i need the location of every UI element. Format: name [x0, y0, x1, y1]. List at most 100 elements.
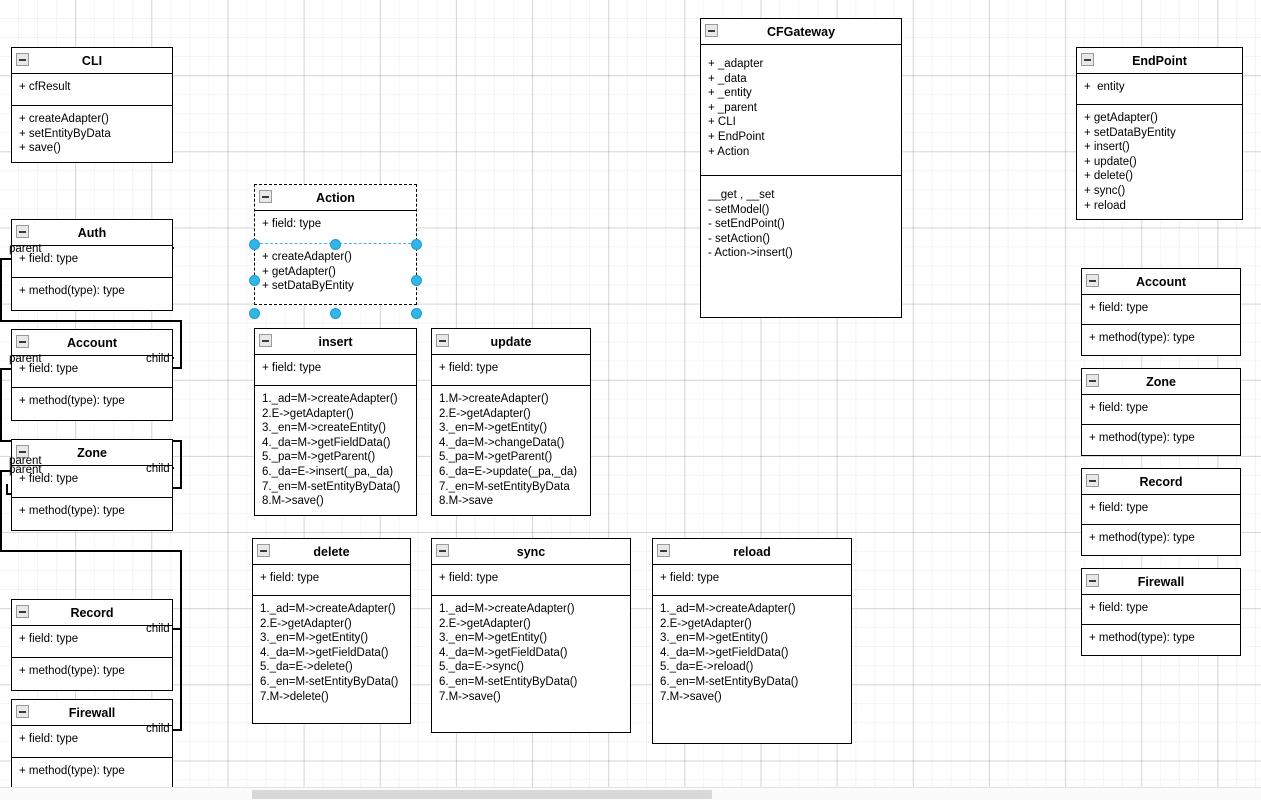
edge-label-child: child [146, 463, 170, 475]
class-box-delete[interactable]: delete + field: type 1._ad=M->createAdap… [252, 538, 411, 724]
selection-handle-top-center[interactable] [330, 239, 341, 250]
class-title-bar[interactable]: Record [1082, 469, 1240, 495]
class-box-firewall-right[interactable]: Firewall + field: type + method(type): t… [1081, 568, 1241, 656]
minus-square-icon[interactable] [16, 705, 29, 718]
class-box-record-right[interactable]: Record + field: type + method(type): typ… [1081, 468, 1241, 556]
attribute-row: + _parent [708, 101, 757, 114]
horizontal-scrollbar-track[interactable] [0, 787, 1261, 800]
class-box-record-left[interactable]: Record + field: type + method(type): typ… [11, 599, 173, 691]
class-box-zone-right[interactable]: Zone + field: type + method(type): type [1081, 368, 1241, 456]
minus-square-icon[interactable] [259, 334, 272, 347]
class-title-bar[interactable]: Firewall [12, 700, 172, 726]
selection-handle-bottom-center[interactable] [330, 308, 341, 319]
method-row: + delete() [1084, 170, 1133, 183]
class-title-bar[interactable]: insert [255, 329, 416, 355]
selection-handle-top-left[interactable] [249, 239, 260, 250]
class-title-bar[interactable]: update [432, 329, 590, 355]
minus-square-icon[interactable] [16, 225, 29, 238]
edge-label-parent: parent [9, 455, 42, 467]
class-title-bar[interactable]: EndPoint [1077, 48, 1242, 74]
minus-square-icon[interactable] [1081, 53, 1094, 66]
class-box-reload[interactable]: reload + field: type 1._ad=M->createAdap… [652, 538, 852, 744]
class-title-bar[interactable]: Account [12, 330, 172, 356]
class-title-bar[interactable]: Account [1082, 269, 1240, 295]
class-title-bar[interactable]: Record [12, 600, 172, 626]
selection-handle-top-right[interactable] [411, 239, 422, 250]
selection-handle-bottom-right[interactable] [411, 308, 422, 319]
class-box-action[interactable]: Action + field: type + createAdapter() +… [254, 184, 417, 305]
class-title-bar[interactable]: CLI [12, 48, 172, 74]
class-box-account-left[interactable]: Account + field: type + method(type): ty… [11, 329, 173, 421]
class-box-cli[interactable]: CLI + cfResult + createAdapter() + setEn… [11, 47, 173, 163]
selection-handle-middle-right[interactable] [411, 275, 422, 286]
class-name: EndPoint [1132, 54, 1187, 68]
minus-square-icon[interactable] [1086, 274, 1099, 287]
minus-square-icon[interactable] [259, 190, 272, 203]
class-title-bar[interactable]: sync [432, 539, 630, 565]
minus-square-icon[interactable] [16, 335, 29, 348]
minus-square-icon[interactable] [436, 544, 449, 557]
attribute-row: + cfResult [19, 81, 71, 93]
methods-compartment: + method(type): type [12, 758, 172, 790]
method-row: + method(type): type [19, 395, 125, 407]
methods-compartment: + method(type): type [1082, 525, 1240, 555]
class-box-account-right[interactable]: Account + field: type + method(type): ty… [1081, 268, 1241, 356]
connector-segment [6, 484, 8, 494]
minus-square-icon[interactable] [1086, 374, 1099, 387]
class-box-insert[interactable]: insert + field: type 1._ad=M->createAdap… [254, 328, 417, 516]
horizontal-scrollbar-thumb[interactable] [252, 790, 712, 799]
selection-handle-bottom-left[interactable] [249, 308, 260, 319]
class-title-bar[interactable]: reload [653, 539, 851, 565]
class-box-endpoint[interactable]: EndPoint + entity + getAdapter() + setDa… [1076, 47, 1243, 221]
class-name: Account [1136, 275, 1186, 289]
class-title-bar[interactable]: Zone [12, 440, 172, 466]
attributes-compartment: + field: type [653, 565, 851, 596]
attribute-row: + CLI [708, 116, 736, 129]
class-box-zone-left[interactable]: Zone + field: type + method(type): type [11, 439, 173, 531]
minus-square-icon[interactable] [16, 605, 29, 618]
attribute-row: + field: type [660, 572, 720, 584]
method-row: 4._da=M->getFieldData() [660, 646, 789, 659]
class-box-auth[interactable]: Auth + field: type + method(type): type [11, 219, 173, 311]
minus-square-icon[interactable] [16, 53, 29, 66]
class-title-bar[interactable]: Zone [1082, 369, 1240, 395]
class-title-bar[interactable]: delete [253, 539, 410, 565]
connector-segment [0, 258, 14, 260]
attributes-compartment: + field: type [12, 246, 172, 278]
method-row: 6._en=M-setEntityByData() [260, 675, 399, 688]
class-box-update[interactable]: update + field: type 1.M->createAdapter(… [431, 328, 591, 516]
method-row: 7.M->save() [439, 690, 501, 703]
class-box-firewall-left[interactable]: Firewall + field: type + method(type): t… [11, 699, 173, 791]
attribute-row: + field: type [1089, 602, 1149, 614]
attribute-row: + _entity [708, 87, 752, 100]
minus-square-icon[interactable] [1086, 474, 1099, 487]
method-row: - setAction() [708, 232, 770, 245]
class-title-bar[interactable]: Auth [12, 220, 172, 246]
class-title-bar[interactable]: CFGateway [701, 19, 901, 45]
attribute-row: + field: type [19, 633, 79, 645]
methods-compartment: + method(type): type [12, 498, 172, 530]
selection-handle-middle-left[interactable] [249, 275, 260, 286]
class-box-cfgateway[interactable]: CFGateway + _adapter + _data + _entity +… [700, 18, 902, 318]
minus-square-icon[interactable] [257, 544, 270, 557]
method-row: 4._da=M->getFieldData() [260, 646, 389, 659]
attributes-compartment: + field: type [12, 466, 172, 498]
class-title-bar[interactable]: Firewall [1082, 569, 1240, 595]
class-name: Zone [77, 446, 107, 460]
minus-square-icon[interactable] [436, 334, 449, 347]
method-row: 4._da=M->getFieldData() [262, 436, 391, 449]
minus-square-icon[interactable] [1086, 574, 1099, 587]
method-row: + update() [1084, 155, 1137, 168]
method-row: __get , __set [708, 189, 775, 201]
class-title-bar[interactable]: Action [255, 185, 416, 211]
attribute-row: + field: type [19, 363, 79, 375]
minus-square-icon[interactable] [16, 445, 29, 458]
minus-square-icon[interactable] [657, 544, 670, 557]
method-row: 3._en=M->getEntity() [660, 632, 769, 645]
minus-square-icon[interactable] [705, 24, 718, 37]
method-row: 2.E->getAdapter() [260, 617, 352, 630]
attribute-row: + field: type [439, 362, 499, 374]
class-box-sync[interactable]: sync + field: type 1._ad=M->createAdapte… [431, 538, 631, 733]
method-row: 5._da=E->delete() [260, 661, 353, 674]
